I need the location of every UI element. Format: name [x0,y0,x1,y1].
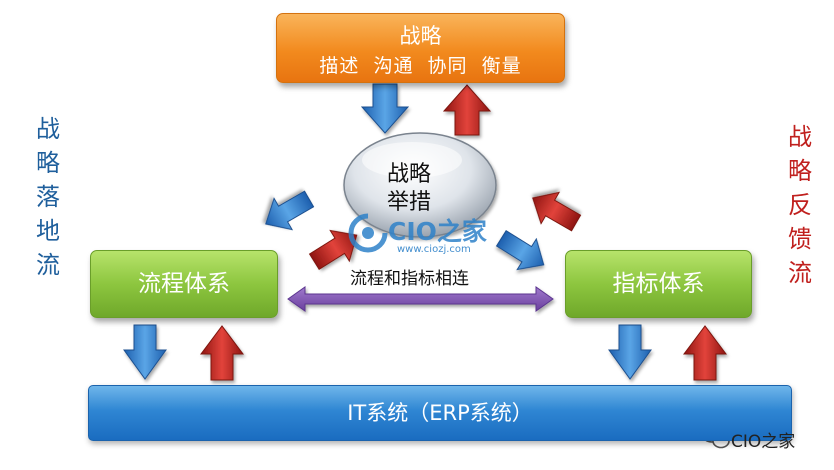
strategy-box: 战略 描述 沟通 协同 衡量 [276,13,565,83]
process-system-box: 流程体系 [90,250,278,318]
arrow-up-measures-to-strategy [442,84,492,136]
watermark-logo-text: CIO之家 [388,217,487,246]
strategy-subtitle: 描述 沟通 协同 衡量 [319,55,522,77]
arrow-measures-to-process [265,190,315,231]
measure-line1: 战略 [386,162,431,187]
strategy-implementation-flow-label: 战略落地流 [36,115,60,279]
process-kpi-link-label: 流程和指标相连 [350,269,469,289]
strategy-feedback-flow-label: 战略反馈流 [788,123,812,287]
measure-line2: 举措 [386,190,431,215]
arrow-down-strategy-to-measures [360,83,410,134]
corner-badge-text: CIO之家 [731,432,796,452]
arrow-it-to-kpi [683,325,727,381]
watermark-url: www.ciozj.com [397,244,471,255]
orb-highlight [362,142,462,178]
watermark-logo-icon [348,213,388,253]
arrow-measures-to-kpi [495,230,545,271]
double-arrow-process-kpi [287,286,554,312]
arrow-kpi-to-it [608,324,652,380]
arrow-process-to-measures [308,229,358,270]
arrow-process-to-it [123,324,167,380]
kpi-system-box: 指标体系 [565,250,752,318]
arrow-kpi-to-measures [532,191,582,232]
strategy-title: 战略 [399,24,442,48]
arrow-it-to-process [200,325,244,381]
it-system-box: IT系统（ERP系统） [88,385,792,441]
